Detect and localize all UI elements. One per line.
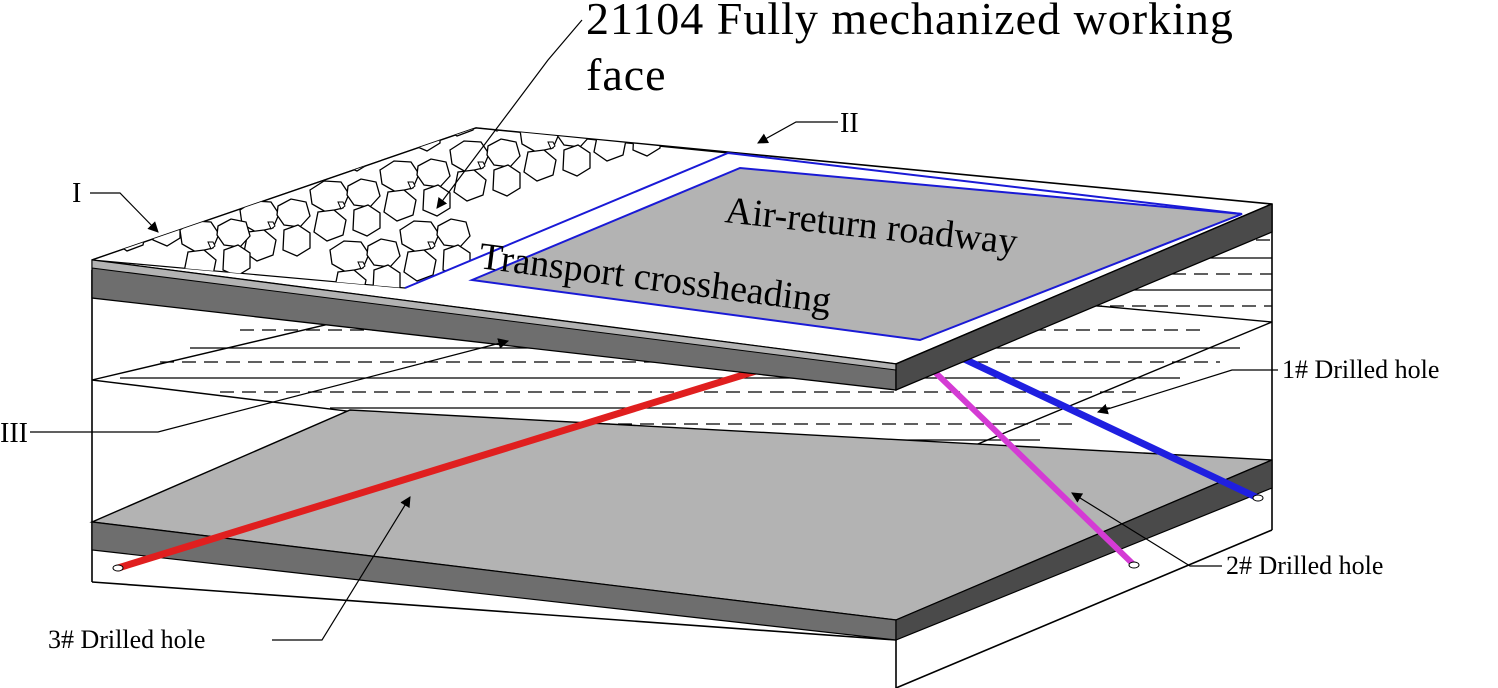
bottom-rock-slab bbox=[89, 409, 1273, 641]
hole-3-end bbox=[112, 564, 124, 572]
roman-label-1: I bbox=[72, 178, 81, 209]
drilled-hole-3-label: 3# Drilled hole bbox=[48, 625, 205, 654]
drilled-hole-2-label: 2# Drilled hole bbox=[1226, 551, 1383, 580]
drilled-hole-1-label: 1# Drilled hole bbox=[1282, 355, 1439, 384]
hole-2-end bbox=[1128, 561, 1140, 569]
title-line-1: 21104 Fully mechanized working bbox=[586, 0, 1234, 44]
roman-label-3: III bbox=[0, 418, 28, 449]
hole-1-line bbox=[920, 336, 1262, 502]
hole-1-end bbox=[1252, 494, 1264, 502]
title-line-2: face bbox=[586, 49, 667, 100]
top-rock-slab bbox=[91, 127, 1273, 391]
hole-2-line bbox=[905, 343, 1137, 568]
leader-lines bbox=[30, 19, 1278, 641]
roman-label-2: II bbox=[840, 108, 859, 139]
